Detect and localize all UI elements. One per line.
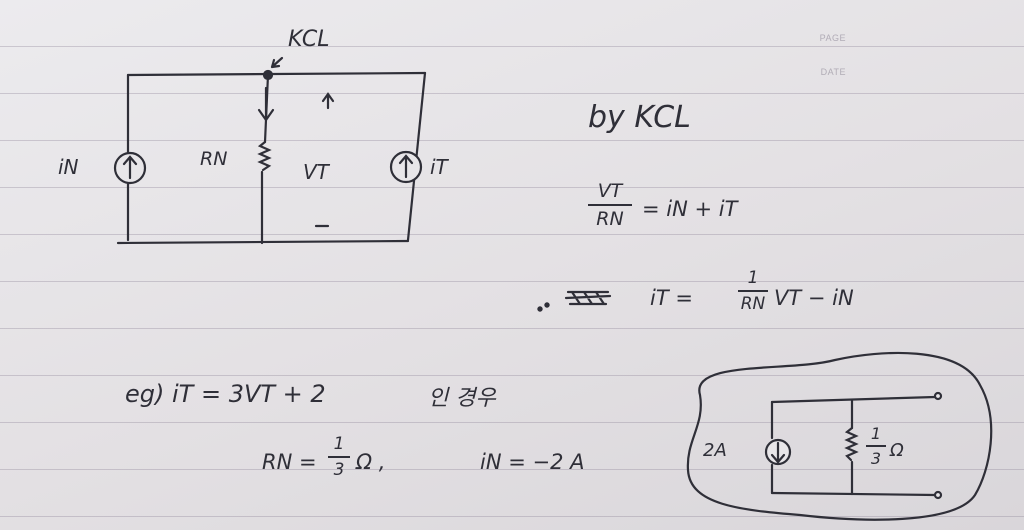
blob-outline: [686, 351, 993, 521]
eq1-rhs: = iN + iT: [642, 197, 738, 221]
kcl-pointer: [270, 56, 284, 69]
norton-source-label: 2A: [703, 440, 727, 461]
fraction-one-third: 1 3: [328, 434, 350, 480]
page-header-label: PAGE: [819, 33, 846, 43]
eq2-lhs: iT =: [650, 286, 693, 310]
fraction-1-over-rn: 1 RN: [738, 268, 768, 314]
top-wire: [126, 71, 427, 77]
eq1-numerator: VT: [597, 180, 623, 202]
norton-res-numerator: 1: [870, 424, 882, 443]
resistor-rn: [257, 140, 272, 172]
label-it: iT: [430, 155, 448, 179]
label-vt: VT: [303, 160, 329, 184]
norton-top-wire: [770, 395, 937, 404]
by-kcl-heading: by KCL: [588, 100, 691, 135]
fraction-vt-over-rn: VT RN: [588, 180, 632, 230]
example-rn-unit: Ω ,: [356, 450, 386, 474]
example-rn-lhs: RN =: [262, 450, 317, 474]
label-rn: RN: [200, 148, 228, 170]
rn-denominator: 3: [333, 460, 345, 480]
example-korean-note: 인 경우: [428, 386, 496, 411]
norton-res-denominator: 3: [870, 449, 882, 468]
norton-resistor: [844, 426, 859, 462]
rn-numerator: 1: [333, 434, 345, 454]
norton-resistor-fraction: 1 3: [866, 424, 886, 468]
eq1-denominator: RN: [596, 208, 624, 230]
example-in-value: iN = −2 A: [480, 450, 585, 474]
kcl-label: KCL: [288, 27, 330, 52]
norton-resistor-unit: Ω: [890, 440, 904, 461]
eq2-numerator: 1: [747, 268, 759, 288]
norton-bottom-wire: [770, 491, 937, 497]
example-equation: eg) iT = 3VT + 2: [125, 380, 326, 408]
plus-arrow-up: [321, 92, 335, 110]
label-in: iN: [58, 155, 79, 179]
eq2-denominator: RN: [740, 294, 766, 314]
eq2-rest: VT − iN: [774, 286, 854, 310]
current-arrow-down: [257, 86, 275, 122]
scribble: [564, 290, 612, 306]
date-header-label: DATE: [820, 67, 846, 77]
